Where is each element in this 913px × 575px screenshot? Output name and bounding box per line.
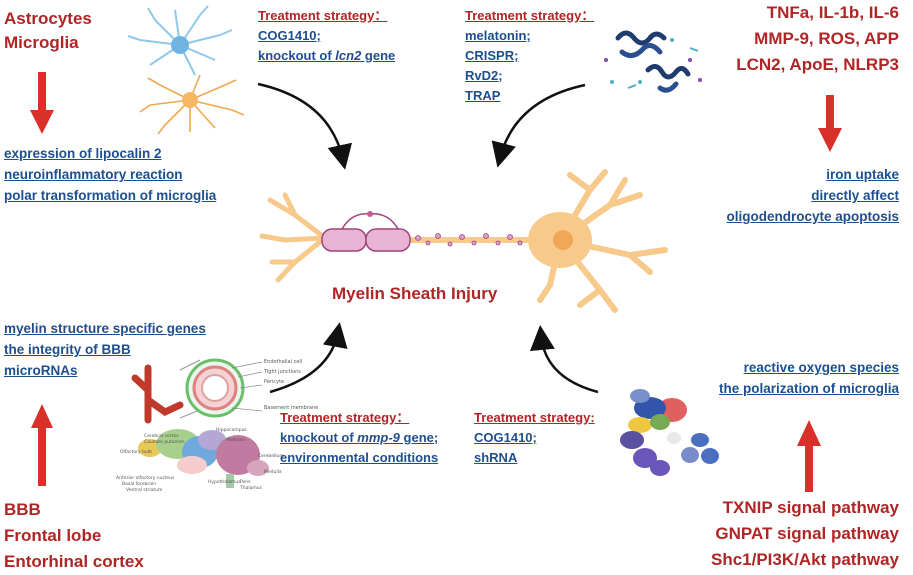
strategy-item[interactable]: knockout of mmp-9 gene; bbox=[280, 430, 439, 445]
vessel-label: Basement membrane bbox=[264, 405, 319, 411]
black-arrow-top-right bbox=[491, 83, 586, 168]
region-bbb: BBB bbox=[4, 500, 41, 519]
cell-type-astrocytes: Astrocytes bbox=[4, 9, 92, 28]
strategy-title: Treatment strategy： bbox=[258, 8, 388, 23]
factor-line: MMP-9, ROS, APP bbox=[754, 29, 899, 48]
strategy-title: Treatment strategy： bbox=[465, 8, 595, 23]
brain-illustration bbox=[138, 429, 269, 488]
cell-types-list: Astrocytes Microglia bbox=[4, 7, 92, 55]
effect-link[interactable]: neuroinflammatory reaction bbox=[4, 167, 183, 182]
red-arrow-bottom-right bbox=[797, 420, 821, 492]
effect-link[interactable]: iron uptake bbox=[826, 167, 899, 182]
treatment-strategy-bottom-right: Treatment strategy: COG1410; shRNA bbox=[474, 408, 595, 468]
brain-label: Hypothalamus bbox=[208, 480, 241, 485]
blood-vessel-illustration bbox=[131, 358, 263, 424]
brain-label: Cerebral cortex bbox=[144, 434, 179, 439]
strategy-title: Treatment strategy： bbox=[280, 410, 410, 425]
neuron-illustration bbox=[259, 169, 668, 313]
region-entorhinal-cortex: Entorhinal cortex bbox=[4, 552, 144, 571]
strategy-item[interactable]: environmental conditions bbox=[280, 450, 439, 465]
vessel-labels: Endothelial cell Tight junctions Pericyt… bbox=[264, 357, 318, 413]
effect-link[interactable]: oligodendrocyte apoptosis bbox=[726, 209, 899, 224]
strategy-item[interactable]: shRNA bbox=[474, 450, 518, 465]
microglia-illustration bbox=[139, 74, 245, 135]
red-arrow-top-left bbox=[30, 72, 54, 134]
bottom-right-effects: reactive oxygen species the polarization… bbox=[719, 357, 899, 399]
black-arrow-top-left bbox=[257, 82, 353, 170]
effect-link[interactable]: expression of lipocalin 2 bbox=[4, 146, 162, 161]
inflammatory-factors-list: TNFa, IL-1b, IL-6 MMP-9, ROS, APP LCN2, … bbox=[736, 0, 899, 78]
brain-label: Midbrain bbox=[226, 438, 246, 443]
strategy-item[interactable]: melatonin; bbox=[465, 28, 531, 43]
black-arrow-bottom-right bbox=[529, 325, 599, 394]
strategy-item[interactable]: COG1410; bbox=[474, 430, 537, 445]
brain-label: Cerebellum bbox=[258, 454, 284, 459]
region-frontal-lobe: Frontal lobe bbox=[4, 526, 102, 545]
strategy-item[interactable]: COG1410; bbox=[258, 28, 321, 43]
black-arrow-bottom-left bbox=[269, 322, 348, 394]
effect-link[interactable]: microRNAs bbox=[4, 363, 78, 378]
factor-line: LCN2, ApoE, NLRP3 bbox=[736, 55, 899, 74]
brain-label: Basal forebrain bbox=[122, 482, 157, 487]
strategy-item[interactable]: TRAP bbox=[465, 88, 501, 103]
brain-label: Ventral striatum bbox=[126, 488, 163, 493]
brain-label: Medulla bbox=[264, 470, 282, 475]
pathway-line: GNPAT signal pathway bbox=[715, 524, 899, 543]
cytokine-particles-illustration bbox=[604, 30, 702, 93]
astrocyte-illustration bbox=[127, 5, 233, 76]
top-right-effects: iron uptake directly affect oligodendroc… bbox=[726, 164, 899, 227]
effect-link[interactable]: the polarization of microglia bbox=[718, 381, 899, 396]
top-left-effects: expression of lipocalin 2 neuroinflammat… bbox=[4, 143, 216, 206]
effect-link[interactable]: myelin structure specific genes bbox=[4, 321, 206, 336]
pathway-line: Shc1/PI3K/Akt pathway bbox=[710, 550, 899, 569]
cell-type-microglia: Microglia bbox=[4, 33, 79, 52]
treatment-strategy-top-right: Treatment strategy： melatonin; CRISPR; R… bbox=[465, 6, 594, 106]
effect-link[interactable]: directly affect bbox=[811, 188, 899, 203]
brain-label: Pons bbox=[240, 480, 251, 485]
brain-label: Olfactory bulb bbox=[120, 450, 152, 455]
signal-pathways-list: TXNIP signal pathway GNPAT signal pathwa… bbox=[711, 495, 899, 573]
strategy-item[interactable]: RvD2; bbox=[465, 68, 503, 83]
vessel-label: Pericyte bbox=[264, 379, 285, 385]
effect-link[interactable]: polar transformation of microglia bbox=[4, 188, 217, 203]
red-arrow-bottom-left bbox=[31, 404, 53, 486]
treatment-strategy-bottom-left: Treatment strategy： knockout of mmp-9 ge… bbox=[280, 408, 438, 468]
brain-label: Thalamus bbox=[240, 486, 262, 491]
strategy-item[interactable]: knockout of lcn2 gene bbox=[258, 48, 396, 63]
vessel-label: Endothelial cell bbox=[264, 359, 303, 365]
pathway-line: TXNIP signal pathway bbox=[722, 498, 899, 517]
effect-link[interactable]: reactive oxygen species bbox=[743, 360, 899, 375]
brain-label: Anterior olfactory nucleus bbox=[116, 476, 175, 481]
factor-line: TNFa, IL-1b, IL-6 bbox=[766, 3, 899, 22]
central-title: Myelin Sheath Injury bbox=[332, 284, 498, 303]
strategy-item[interactable]: CRISPR; bbox=[465, 48, 519, 63]
red-arrow-top-right bbox=[818, 95, 842, 152]
brain-regions-list: BBB Frontal lobe Entorhinal cortex bbox=[4, 497, 144, 575]
brain-label: Hippocampus bbox=[216, 428, 247, 433]
effect-link[interactable]: the integrity of BBB bbox=[4, 342, 131, 357]
bottom-left-effects: myelin structure specific genes the inte… bbox=[4, 318, 206, 381]
brain-label: Caudate putamen bbox=[144, 440, 185, 445]
strategy-title: Treatment strategy: bbox=[474, 410, 595, 425]
vessel-label: Tight junctions bbox=[264, 369, 301, 375]
treatment-strategy-top-left: Treatment strategy： COG1410; knockout of… bbox=[258, 6, 395, 66]
protein-cluster-illustration bbox=[620, 389, 719, 476]
